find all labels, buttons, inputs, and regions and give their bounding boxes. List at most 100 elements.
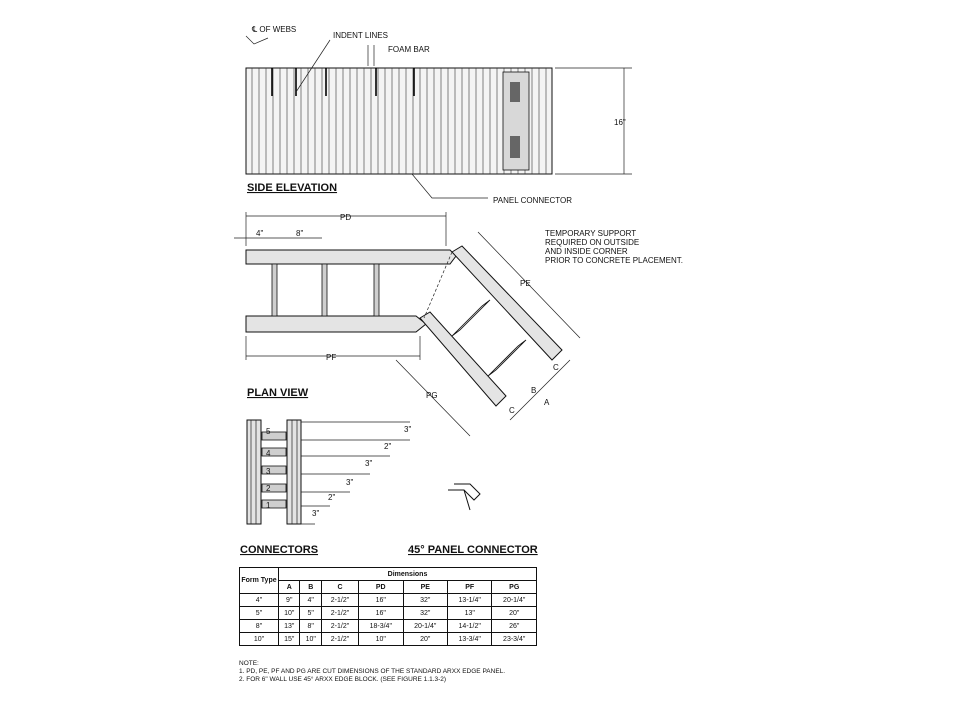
connector-web-4 — [261, 447, 287, 457]
b-dim: B — [531, 386, 536, 395]
c-dim-1: C — [553, 363, 559, 372]
connector-web-1 — [261, 499, 287, 509]
table-body: 4"9"4"2-1/2"16"32"13-1/4"20-1/4"5"10"5"2… — [239, 593, 537, 646]
dimension-cell: 16" — [358, 606, 404, 620]
dimension-cell: 9" — [277, 593, 301, 607]
dimension-cell: 15" — [277, 632, 301, 646]
column-header: PG — [491, 580, 537, 594]
support-note-3: AND INSIDE CORNER — [545, 247, 628, 256]
dimension-cell: 13-1/4" — [446, 593, 493, 607]
connector-num-3: 3 — [266, 467, 271, 476]
dimension-cell: 2-1/2" — [320, 606, 360, 620]
dimension-cell: 16" — [358, 593, 404, 607]
inner-angled-panel — [419, 311, 507, 407]
dimension-cell: 5" — [299, 606, 322, 620]
web-3 — [373, 263, 380, 317]
dimension-cell: 20" — [402, 632, 448, 646]
note-2: 2. FOR 6" WALL USE 45° ARXX EDGE BLOCK. … — [239, 676, 447, 683]
dimension-cell: 20-1/4" — [491, 593, 537, 607]
web-1 — [271, 263, 278, 317]
table-row: 10"15"10"2-1/2"10"20"13-3/4"23-3/4" — [239, 632, 537, 646]
dimension-cell: 13" — [446, 606, 493, 620]
a-dim: A — [544, 398, 550, 407]
pf-dim: PF — [326, 353, 336, 362]
notes: NOTE: 1. PD, PE, PF AND PG ARE CUT DIMEN… — [239, 660, 505, 684]
connectors-detail: 5 4 3 2 1 3" 2" 3" 3" 2" 3" CONNECTORS — [240, 419, 411, 556]
dimension-cell: 4" — [299, 593, 322, 607]
dimension-cell: 32" — [402, 593, 448, 607]
inner-panel — [245, 315, 427, 333]
dimension-cell: 20-1/4" — [402, 619, 448, 633]
dimension-cell: 18-3/4" — [358, 619, 404, 633]
column-header: PF — [446, 580, 493, 594]
column-header: A — [277, 580, 301, 594]
column-header: B — [299, 580, 322, 594]
indent-lines-callout: INDENT LINES — [333, 31, 388, 40]
connector-web-3 — [261, 465, 287, 475]
dimension-cell: 10" — [358, 632, 404, 646]
support-note-1: TEMPORARY SUPPORT — [545, 229, 636, 238]
connector-num-4: 4 — [266, 449, 271, 458]
connector-dim-4: 3" — [346, 478, 353, 487]
plan-view-title: PLAN VIEW — [247, 387, 309, 399]
dim-4in: 4" — [256, 229, 263, 238]
column-header: PE — [402, 580, 448, 594]
panel-connector-45: 45° PANEL CONNECTOR — [408, 483, 538, 556]
outer-angled-panel — [451, 245, 563, 361]
dimension-cell: 13" — [277, 619, 301, 633]
pe-dim: PE — [520, 279, 531, 288]
foam-bar-callout: FOAM BAR — [388, 45, 430, 54]
connector-right-panel — [286, 419, 302, 525]
column-header: PD — [358, 580, 404, 594]
dimension-cell: 23-3/4" — [491, 632, 537, 646]
web-2 — [321, 263, 328, 317]
dimension-cell: 13-3/4" — [446, 632, 493, 646]
dimension-cell: 8" — [299, 619, 322, 633]
panel-connector-45-title: 45° PANEL CONNECTOR — [408, 544, 538, 556]
connector-dim-5: 2" — [328, 493, 335, 502]
side-elevation: 16" ℄ OF WEBS INDENT LINES FOAM BAR PANE… — [245, 25, 632, 205]
dimension-cell: 32" — [402, 606, 448, 620]
connector-web-2 — [261, 483, 287, 493]
side-elevation-title: SIDE ELEVATION — [247, 182, 337, 194]
connectors-title: CONNECTORS — [240, 544, 318, 556]
connector-dim-3: 3" — [365, 459, 372, 468]
panel-connector-callout: PANEL CONNECTOR — [493, 196, 572, 205]
notes-title: NOTE: — [239, 660, 259, 667]
connector-web-5 — [261, 431, 287, 441]
connector-dim-1: 3" — [404, 425, 411, 434]
form-type-cell: 8" — [239, 619, 279, 633]
table-row: 4"9"4"2-1/2"16"32"13-1/4"20-1/4" — [239, 593, 537, 607]
connector-dim-6: 3" — [312, 509, 319, 518]
dimensions-header: Dimensions — [278, 567, 537, 581]
connector-num-5: 5 — [266, 427, 271, 436]
pg-dim: PG — [426, 391, 438, 400]
dimension-cell: 2-1/2" — [320, 593, 360, 607]
outer-panel — [245, 249, 457, 265]
table-row: 8"13"8"2-1/2"18-3/4"20-1/4"14-1/2"26" — [239, 619, 537, 633]
elevation-vertical-lines — [251, 68, 547, 174]
dimension-cell: 10" — [299, 632, 322, 646]
dim-8in: 8" — [296, 229, 303, 238]
panel-connector-45-shape — [448, 483, 481, 501]
note-1: 1. PD, PE, PF AND PG ARE CUT DIMENSIONS … — [239, 668, 506, 675]
column-header: C — [320, 580, 360, 594]
dimension-cell: 14-1/2" — [446, 619, 493, 633]
connector-num-2: 2 — [266, 484, 271, 493]
angled-web-1 — [451, 299, 491, 337]
dimension-cell: 2-1/2" — [320, 619, 360, 633]
dimension-cell: 26" — [491, 619, 537, 633]
height-dimension: 16" — [614, 118, 626, 127]
dimension-cell: 20" — [491, 606, 537, 620]
pd-dim: PD — [340, 213, 351, 222]
form-type-cell: 4" — [239, 593, 279, 607]
table-row: 5"10"5"2-1/2"16"32"13"20" — [239, 606, 537, 620]
dimension-cell: 2-1/2" — [320, 632, 360, 646]
connector-dim-2: 2" — [384, 442, 391, 451]
connector-web-top — [510, 82, 520, 102]
form-type-cell: 5" — [239, 606, 279, 620]
c-dim-2: C — [509, 406, 515, 415]
form-type-cell: 10" — [239, 632, 279, 646]
dimension-cell: 10" — [277, 606, 301, 620]
